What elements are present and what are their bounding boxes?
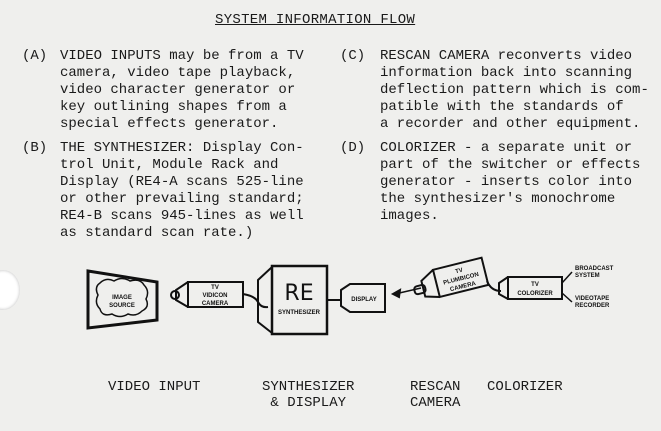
- section-text-a: VIDEO INPUTS may be from a TV camera, vi…: [60, 48, 304, 132]
- section-text-b: THE SYNTHESIZER: Display Con- trol Unit,…: [60, 140, 304, 241]
- section-tag-c: (C): [340, 48, 366, 64]
- caption-video-input: VIDEO INPUT: [108, 379, 201, 395]
- display-monitor: [340, 283, 386, 313]
- section-text-d: COLORIZER - a separate unit or part of t…: [380, 140, 641, 224]
- display-label: DISPLAY: [351, 297, 376, 303]
- section-tag-b: (B): [22, 140, 48, 156]
- page-title: SYSTEM INFORMATION FLOW: [215, 12, 416, 28]
- broadcast-label-2: SYSTEM: [575, 273, 600, 279]
- videotape-label-1: VIDEOTAPE: [575, 296, 609, 302]
- colorizer-box: [507, 276, 563, 300]
- image-source-cloud: [95, 277, 149, 318]
- section-tag-a: (A): [22, 48, 48, 64]
- section-text-c: RESCAN CAMERA reconverts video informati…: [380, 48, 649, 132]
- image-source-label-2: SOURCE: [109, 303, 135, 309]
- caption-rescan-camera: RESCAN CAMERA: [410, 379, 461, 411]
- videotape-label-2: RECORDER: [575, 303, 610, 309]
- image-source-frame: [86, 269, 159, 330]
- caption-colorizer: COLORIZER: [487, 379, 563, 395]
- colorizer-label-1: TV: [531, 282, 539, 288]
- image-source-label-1: IMAGE: [112, 295, 132, 301]
- synthesizer-side: [257, 264, 273, 336]
- vidicon-label-3: CAMERA: [202, 301, 229, 307]
- binder-hole: [0, 270, 20, 310]
- synthesizer-logo: RE: [284, 281, 313, 306]
- colorizer-label-2: COLORIZER: [517, 291, 553, 297]
- caption-synthesizer-display: SYNTHESIZER & DISPLAY: [262, 379, 355, 411]
- section-tag-d: (D): [340, 140, 366, 156]
- vidicon-label-2: VIDICON: [202, 293, 227, 299]
- broadcast-label-1: BROADCAST: [575, 266, 614, 272]
- plumbicon-camera-body: [431, 256, 490, 299]
- plumbicon-label-1: TV: [455, 268, 464, 276]
- vidicon-label-1: TV: [211, 285, 219, 291]
- synthesizer-label: SYNTHESIZER: [278, 310, 321, 316]
